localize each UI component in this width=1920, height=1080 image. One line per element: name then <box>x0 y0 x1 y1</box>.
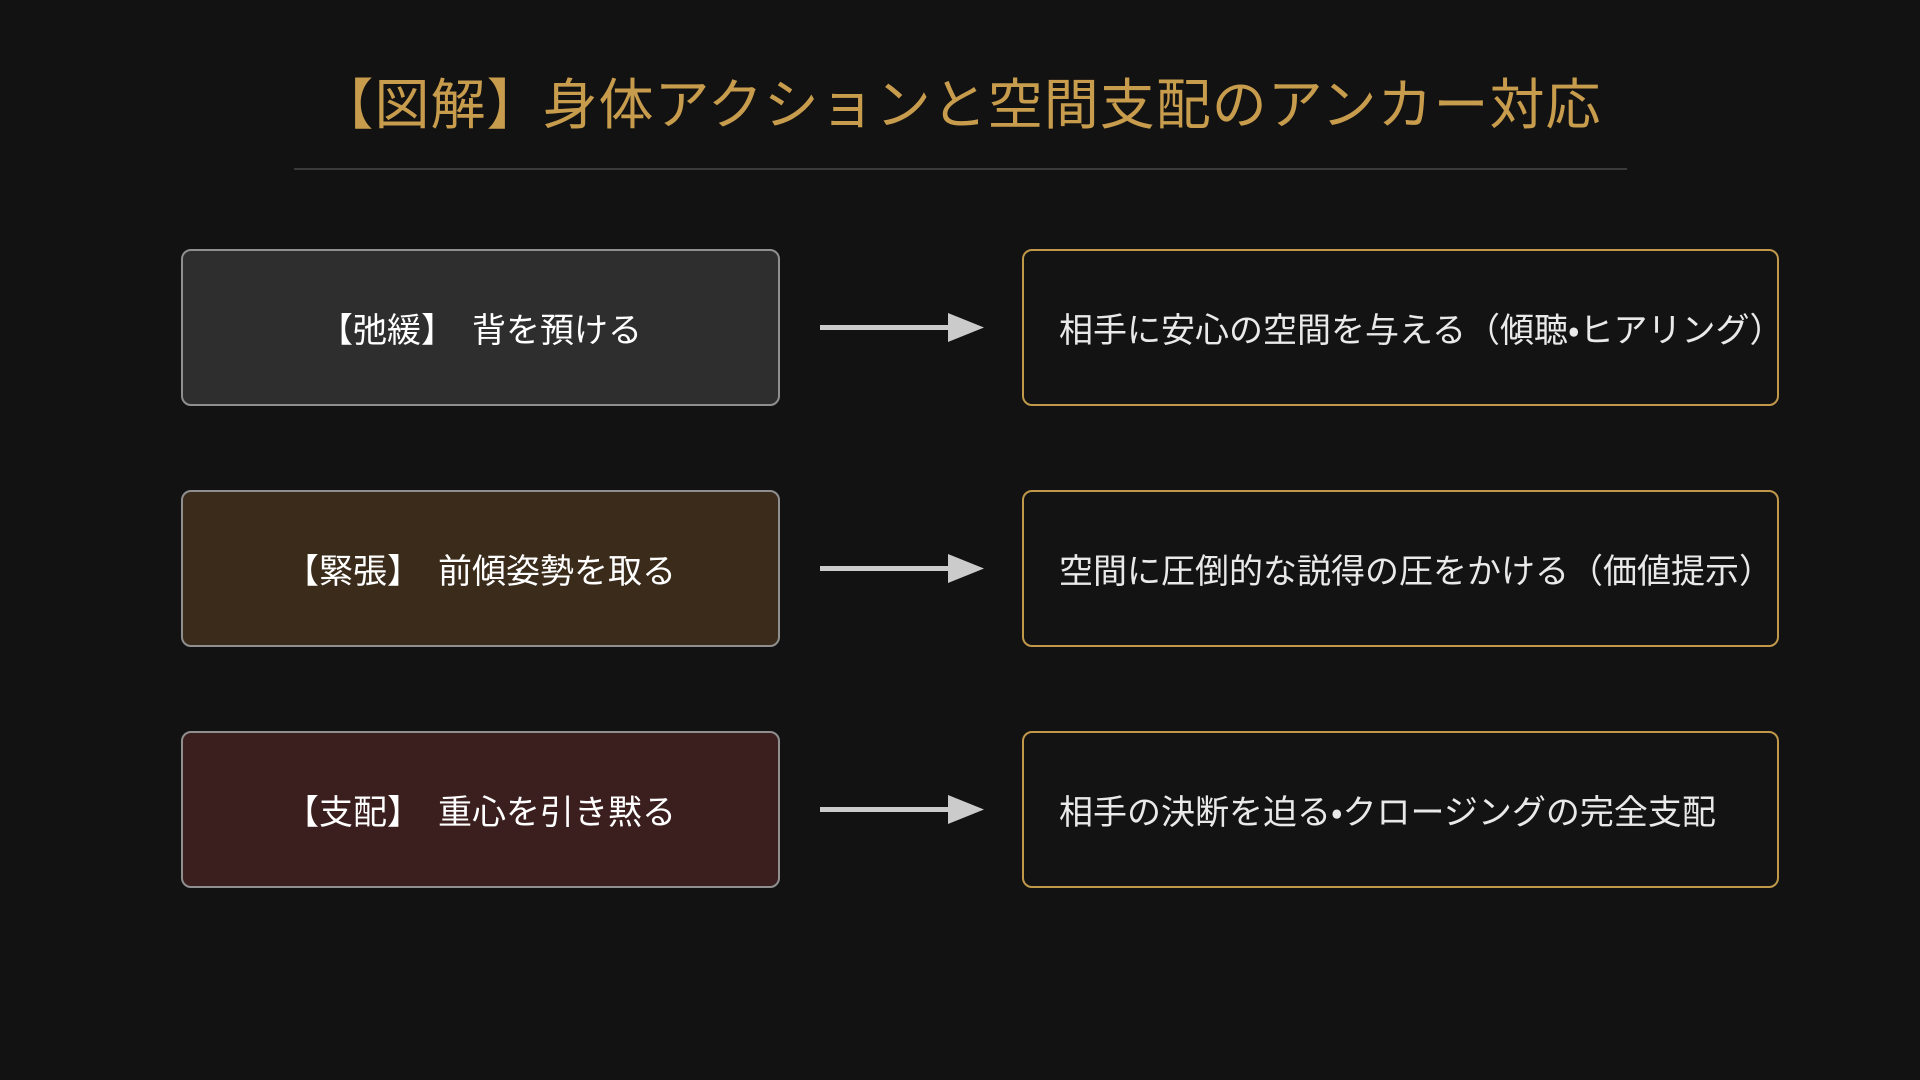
action-box-tension: 【緊張】 前傾姿勢を取る <box>181 489 780 647</box>
action-label: 【支配】 重心を引き黙る <box>285 793 676 832</box>
anchor-mapping-diagram: 【弛緩】 背を預ける 相手に安心の空間を与える（傾聴・ヒアリング） 【緊張】 前… <box>0 248 1920 888</box>
effect-box-tension: 空間に圧倒的な説得の圧をかける（価値提示） <box>1022 489 1779 647</box>
right-arrow-icon <box>820 553 984 583</box>
mapping-row-tension: 【緊張】 前傾姿勢を取る 空間に圧倒的な説得の圧をかける（価値提示） <box>0 489 1920 647</box>
effect-box-dominate: 相手の決断を迫る・クロージングの完全支配 <box>1022 730 1779 888</box>
effect-label: 相手の決断を迫る・クロージングの完全支配 <box>1059 793 1716 832</box>
title-divider <box>293 167 1627 170</box>
effect-label: 空間に圧倒的な説得の圧をかける（価値提示） <box>1059 552 1773 591</box>
action-box-dominate: 【支配】 重心を引き黙る <box>181 730 780 888</box>
action-label: 【緊張】 前傾姿勢を取る <box>285 552 676 591</box>
right-arrow-icon <box>820 794 984 824</box>
mapping-row-dominate: 【支配】 重心を引き黙る 相手の決断を迫る・クロージングの完全支配 <box>0 730 1920 888</box>
action-box-relax: 【弛緩】 背を預ける <box>181 248 780 406</box>
arrow-zone <box>780 249 1022 406</box>
arrow-zone <box>780 490 1022 647</box>
right-arrow-icon <box>820 312 984 342</box>
page-title: 【図解】身体アクションと空間支配のアンカー対応 <box>318 74 1602 136</box>
effect-label: 相手に安心の空間を与える（傾聴・ヒアリング） <box>1059 311 1784 350</box>
effect-box-relax: 相手に安心の空間を与える（傾聴・ヒアリング） <box>1022 248 1784 406</box>
action-label: 【弛緩】 背を預ける <box>319 311 642 350</box>
arrow-zone <box>780 731 1022 888</box>
mapping-row-relax: 【弛緩】 背を預ける 相手に安心の空間を与える（傾聴・ヒアリング） <box>0 248 1920 406</box>
